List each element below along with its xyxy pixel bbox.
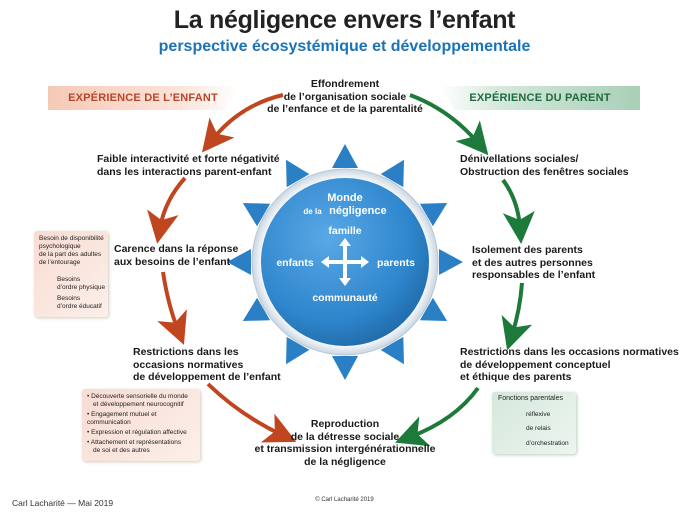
globe-triangle-icon [227, 249, 251, 275]
globe-triangle-icon [332, 144, 358, 168]
development-box-item-line: Expression et régulation affective [91, 429, 187, 436]
arrow-parent-4 [395, 386, 480, 447]
needs-box-header-line: de l’entourage [39, 259, 81, 266]
needs-box-item-educational: Besoins d’ordre éducatif [57, 295, 102, 311]
parental-functions-header: Fonctions parentales [498, 395, 563, 402]
node-collapse-line: de l’organisation sociale [283, 90, 407, 103]
node-interactivity-line: dans les interactions parent-enfant [97, 165, 272, 178]
globe-triangle-icon [242, 203, 271, 227]
globe-triangle-icon [286, 336, 310, 365]
parental-function-item: réflexive [526, 411, 551, 418]
node-collapse-line: de l’enfance et de la parentalité [267, 103, 423, 115]
development-box-item: • Engagement mutuel et communication [87, 411, 157, 426]
arrow-parent-1 [409, 93, 489, 156]
node-care-gap-line: Carence dans la réponse [114, 243, 239, 255]
parental-function-item: d’orchestration [526, 440, 569, 447]
arrow-parent-3 [501, 282, 533, 351]
banner-child-experience: EXPÉRIENCE DE L’ENFANT [48, 86, 238, 110]
development-box-item: • Expression et régulation affective [87, 429, 187, 436]
parental-functions-box: Fonctions parentales réflexive de relais… [492, 392, 576, 454]
needs-box-header: Besoin de disponibilité psychologique de… [39, 235, 104, 267]
node-restrictions-parent: Restrictions dans les occasions normativ… [460, 346, 680, 384]
development-box-item-line: de soi et des autres [93, 447, 150, 454]
globe-title-small: de la [303, 207, 322, 216]
node-restrictions-child-line: occasions normatives [133, 358, 244, 371]
globe-triangles [227, 144, 463, 380]
globe-triangle-icon [380, 159, 404, 188]
needs-box: Besoin de disponibilité psychologique de… [34, 231, 108, 317]
development-box-item: • Attachement et représentations de soi … [87, 439, 197, 455]
page-title: La négligence envers l’enfant [173, 6, 516, 34]
node-restrictions-parent-line: Restrictions dans les occasions normativ… [460, 346, 679, 358]
node-restrictions-child-line: de développement de l’enfant [133, 371, 281, 383]
globe-triangle-icon [419, 297, 448, 321]
needs-box-header-line: psychologique [39, 243, 81, 250]
needs-box-item-line: Besoins [57, 295, 81, 302]
node-restrictions-parent-line: et éthique des parents [460, 371, 572, 383]
globe-triangle-icon [332, 356, 358, 380]
needs-box-header-line: de la part des adultes [39, 251, 102, 258]
parental-function-item: de relais [526, 425, 551, 432]
globe-triangle-icon [380, 336, 404, 365]
node-restrictions-child-line: Restrictions dans les [133, 346, 239, 358]
node-reproduction-line: de la détresse sociale [290, 430, 400, 443]
compass-cross-icon [321, 238, 369, 286]
footer-copyright: © Carl Lacharité 2019 [315, 497, 374, 503]
development-box-item-line: Engagement mutuel et communication [87, 411, 157, 426]
globe-triangle-icon [242, 297, 271, 321]
arrow-child-2 [147, 176, 187, 244]
node-care-gap: Carence dans la réponse aux besoins de l… [114, 243, 264, 268]
node-isolation-line: et des autres personnes [472, 256, 593, 269]
needs-box-item-line: d’ordre physique [57, 284, 106, 291]
node-social-levels: Dénivellations sociales/ Obstruction des… [460, 153, 660, 178]
globe-title-line1: Monde [327, 192, 362, 204]
node-reproduction-line: de la négligence [304, 455, 386, 468]
development-box-item-line: Découverte sensorielle du monde [91, 393, 188, 400]
node-care-gap-line: aux besoins de l’enfant [114, 255, 231, 268]
node-interactivity: Faible interactivité et forte négativité… [97, 153, 297, 178]
node-interactivity-line: Faible interactivité et forte négativité [97, 153, 280, 165]
node-reproduction-line: Reproduction [310, 418, 380, 430]
node-reproduction-line: et transmission intergénérationnelle [254, 443, 436, 455]
arrow-child-1 [202, 93, 284, 153]
globe-triangle-icon [286, 159, 310, 188]
arrow-child-4 [206, 382, 297, 443]
globe-triangle-icon [439, 249, 463, 275]
globe-label-parents: parents [377, 257, 415, 269]
arrow-parent-2 [501, 178, 535, 244]
development-box: • Découverte sensorielle du monde et dév… [82, 389, 200, 461]
development-box-list: • Découverte sensorielle du monde et dév… [87, 393, 197, 455]
globe-label-enfants: enfants [276, 257, 314, 269]
globe-triangle-icon [419, 203, 448, 227]
banner-parent-experience: EXPÉRIENCE DU PARENT [440, 86, 640, 110]
needs-box-item-physical: Besoins d’ordre physique [57, 276, 105, 292]
node-restrictions-child: Restrictions dans les occasions normativ… [133, 346, 283, 384]
development-box-item-line: et développement neurocognitif [93, 401, 184, 408]
node-social-levels-line: Obstruction des fenêtres sociales [460, 165, 629, 178]
node-social-levels-line: Dénivellations sociales/ [460, 153, 579, 165]
node-collapse-line: Effondrement [310, 78, 380, 90]
needs-box-item-line: Besoins [57, 276, 81, 283]
node-isolation-line: Isolement des parents [472, 244, 583, 256]
globe-title-line2: de la négligence [303, 201, 386, 218]
node-collapse: Effondrement de l’organisation sociale d… [255, 78, 435, 116]
page-subtitle: perspective écosystémique et développeme… [158, 38, 531, 55]
arrow-child-3 [157, 271, 187, 345]
globe-label-communaute: communauté [312, 292, 378, 304]
node-restrictions-parent-line: de développement conceptuel [460, 358, 611, 371]
globe-label-famille: famille [328, 225, 361, 237]
node-isolation-line: responsables de l’enfant [472, 269, 596, 281]
development-box-item-line: Attachement et représentations [90, 439, 182, 446]
node-isolation: Isolement des parents et des autres pers… [472, 244, 642, 282]
globe-title-big: négligence [329, 205, 386, 217]
needs-box-header-line: Besoin de disponibilité [39, 235, 104, 242]
needs-box-item-line: d’ordre éducatif [57, 303, 102, 310]
node-reproduction: Reproduction de la détresse sociale et t… [240, 418, 450, 468]
footer-author: Carl Lacharité — Mai 2019 [12, 498, 114, 508]
development-box-item: • Découverte sensorielle du monde et dév… [87, 393, 197, 409]
